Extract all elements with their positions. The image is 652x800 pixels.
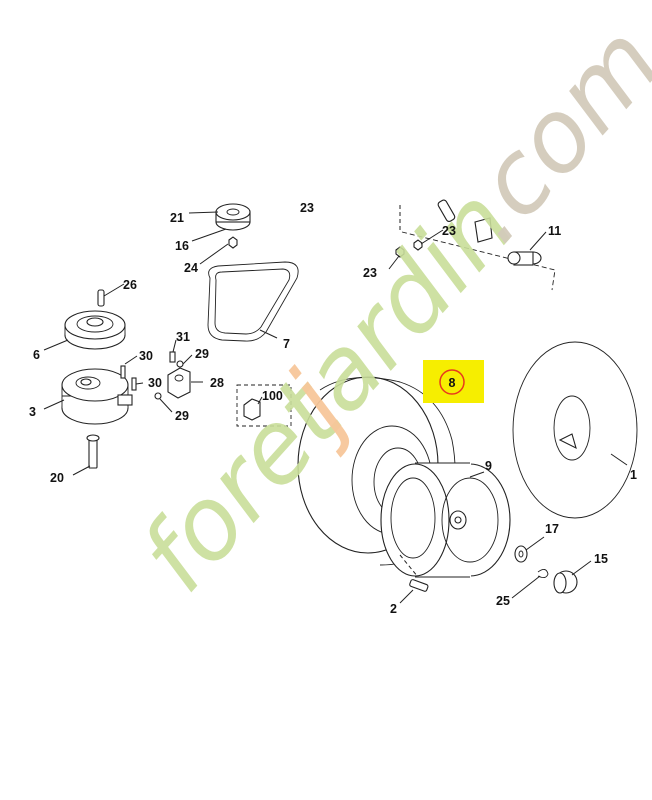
- callout-23-left: 23: [363, 266, 377, 280]
- callout-31: 31: [176, 330, 190, 344]
- callout-20: 20: [50, 471, 64, 485]
- callout-30-top: 30: [139, 349, 153, 363]
- callout-8: 8: [449, 376, 456, 390]
- callout-21: 21: [170, 211, 184, 225]
- leader-lines: [43, 211, 628, 604]
- callout-25: 25: [496, 594, 510, 608]
- callout-2: 2: [390, 602, 397, 616]
- idler-pulley-small: [215, 203, 251, 249]
- v-belt: [207, 261, 299, 342]
- pin: [97, 289, 105, 307]
- callout-100: 100: [262, 389, 283, 403]
- callout-29-bottom: 29: [175, 409, 189, 423]
- callout-26: 26: [123, 278, 137, 292]
- callout-30-bottom: 30: [148, 376, 162, 390]
- callout-9: 9: [485, 459, 492, 473]
- callout-16: 16: [175, 239, 189, 253]
- callout-15: 15: [594, 552, 608, 566]
- callout-23-top: 23: [300, 201, 314, 215]
- callout-17: 17: [545, 522, 559, 536]
- valve: [399, 554, 429, 592]
- repair-kit: [236, 384, 292, 427]
- hub-hardware: [514, 545, 578, 594]
- callout-29-top: 29: [195, 347, 209, 361]
- wheel-rim: [380, 462, 511, 578]
- drive-pulley: [64, 310, 126, 350]
- clutch-bolt: [86, 434, 100, 469]
- electric-clutch: [61, 368, 133, 425]
- callout-labels: 21 23 16 24 7 26 6 3 20 30 30 31 29 28 2…: [29, 201, 637, 616]
- callout-7: 7: [283, 337, 290, 351]
- callout-11: 11: [548, 224, 561, 238]
- callout-23-right: 23: [442, 224, 456, 238]
- callout-6: 6: [33, 348, 40, 362]
- callout-24: 24: [184, 261, 198, 275]
- callout-3: 3: [29, 405, 36, 419]
- highlight-part-8[interactable]: 8: [423, 360, 484, 403]
- callout-1: 1: [630, 468, 637, 482]
- callout-28: 28: [210, 376, 224, 390]
- bracket-hardware: [120, 351, 191, 400]
- spacer-tube: [507, 251, 542, 266]
- axle-hardware: [395, 199, 556, 291]
- inner-tube: [512, 341, 638, 519]
